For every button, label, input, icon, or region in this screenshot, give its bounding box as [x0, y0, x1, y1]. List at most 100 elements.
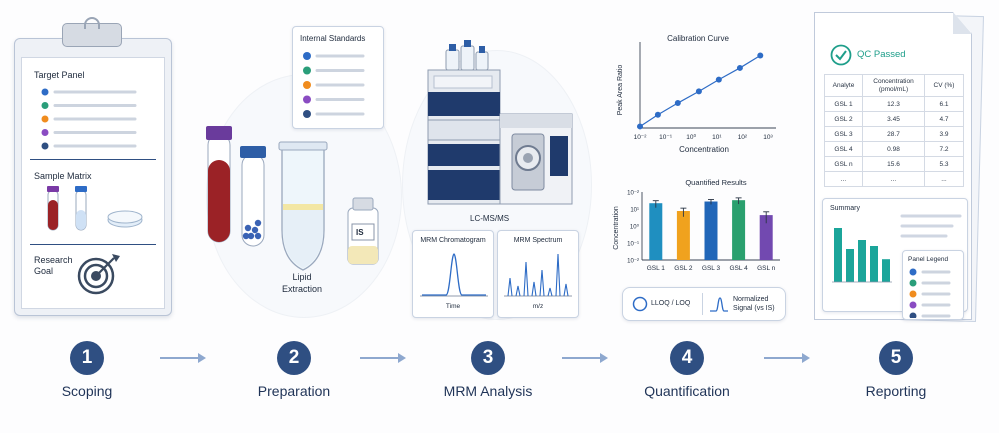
table-header-row: Analyte Concentration (pmol/mL) CV (%)	[824, 74, 964, 97]
panel-marker-5	[303, 110, 311, 118]
table-header: Analyte	[824, 74, 863, 97]
research-goal-title: Research Goal	[34, 255, 73, 276]
table-cell: ...	[862, 171, 925, 187]
table-cell: 5.3	[924, 156, 964, 172]
panel-marker-5	[41, 142, 49, 150]
table-cell: 3.9	[924, 126, 964, 142]
preparation-tubes	[206, 126, 379, 271]
calibration-point	[637, 123, 643, 130]
table-cell: GSL 3	[824, 126, 863, 142]
summary-lines	[900, 214, 962, 238]
panel-marker-2	[303, 66, 311, 75]
legend-signal-label: Normalized Signal (vs IS)	[733, 296, 775, 312]
arrow-right-icon	[764, 353, 810, 363]
x-axis-label: Concentration	[679, 145, 729, 154]
x-tick-label: 10⁻¹	[659, 134, 673, 141]
panel-marker-2	[909, 279, 917, 287]
x-tick-label: 10²	[738, 134, 748, 141]
step-5-label: Reporting	[865, 383, 927, 399]
legend-divider	[702, 293, 703, 315]
panel-marker-1	[303, 52, 311, 60]
divider	[30, 159, 156, 160]
step-4-label: Quantification	[644, 383, 730, 399]
x-tick-label: GSL 3	[702, 265, 721, 272]
y-tick-label: 10⁻¹	[627, 242, 639, 248]
mrm-spectrum-card	[497, 230, 579, 318]
calibration-point	[736, 64, 743, 71]
summary-bar-5	[882, 259, 890, 282]
table-cell: ...	[924, 171, 964, 187]
panel-marker-2	[41, 102, 49, 109]
target-panel-title: Target Panel	[34, 70, 85, 80]
panel-marker-3	[41, 115, 49, 123]
chart-title: Quantified Results	[685, 178, 747, 187]
summary-bar-chart	[832, 228, 892, 283]
panel-marker-4	[909, 301, 917, 309]
table-cell: GSL 2	[824, 111, 863, 127]
table-cell: 12.3	[862, 96, 925, 112]
y-axis-label: Concentration	[613, 206, 620, 250]
table-cell: GSL n	[824, 156, 863, 172]
x-tick-label: 10¹	[712, 134, 722, 141]
step-4-number: 4	[670, 341, 704, 375]
y-tick-label: 10⁰	[630, 224, 640, 231]
divider	[30, 244, 156, 245]
step-3-label: MRM Analysis	[443, 383, 533, 399]
spectrum-x-label: m/z	[532, 303, 544, 310]
step-2-label: Preparation	[257, 383, 331, 399]
panel-marker-1	[41, 88, 49, 96]
check-circle-icon	[830, 44, 852, 66]
signal-icon	[710, 297, 728, 312]
sample-matrix-icons	[47, 186, 143, 231]
step-3-number: 3	[471, 341, 505, 375]
arrow-right-icon	[360, 353, 406, 363]
table-cell: 7.2	[924, 141, 964, 157]
panel-marker-4	[303, 95, 311, 104]
lipid-extraction-label: Lipid Extraction	[281, 272, 323, 294]
x-tick-label: 10³	[763, 134, 773, 141]
y-tick-label: 10⁻²	[627, 191, 639, 197]
table-cell: 0.98	[862, 141, 925, 157]
bar-1	[649, 203, 663, 260]
bar-5	[759, 215, 773, 260]
table-cell: GSL 4	[824, 141, 863, 157]
lc-ms-instrument-icon	[427, 40, 573, 205]
table-cell: 4.7	[924, 111, 964, 127]
summary-bar-4	[870, 246, 878, 282]
summary-bar-1	[834, 228, 842, 282]
table-header: CV (%)	[924, 74, 964, 97]
table-row: .........	[824, 171, 964, 187]
x-tick-label: GSL n	[757, 265, 776, 272]
calibration-point	[757, 52, 764, 59]
legend-lloq-label: LLOQ / LOQ	[651, 300, 691, 307]
bar-4	[732, 200, 746, 260]
quantified-results-chart: Quantified Results10⁻²10⁻¹10⁰10¹10⁻²Conc…	[613, 178, 780, 272]
x-tick-label: GSL 2	[674, 265, 693, 272]
y-axis-label: Peak Area Ratio	[617, 65, 624, 116]
x-tick-label: 10⁻²	[634, 134, 648, 141]
internal-standards-list	[303, 52, 365, 118]
y-tick-label: 10¹	[630, 208, 639, 214]
table-cell: 28.7	[862, 126, 925, 142]
instrument-label: LC-MS/MS	[470, 214, 510, 223]
chromatogram-title: MRM Chromatogram	[420, 237, 486, 244]
target-panel-list	[41, 88, 137, 150]
chromatogram-x-label: Time	[445, 303, 461, 310]
x-tick-label: GSL 4	[730, 265, 749, 272]
panel-marker-5	[909, 312, 917, 318]
internal-standards-title: Internal Standards	[300, 34, 366, 43]
x-tick-label: GSL 1	[647, 265, 666, 272]
spectrum-title: MRM Spectrum	[513, 237, 563, 244]
summary-bar-2	[846, 249, 854, 282]
qc-results-table: Analyte Concentration (pmol/mL) CV (%) G…	[824, 74, 964, 187]
panel-marker-3	[909, 290, 917, 298]
sample-matrix-title: Sample Matrix	[34, 171, 92, 181]
chromatogram-peak	[420, 253, 488, 297]
target-icon	[77, 254, 120, 295]
table-cell: 3.45	[862, 111, 925, 127]
